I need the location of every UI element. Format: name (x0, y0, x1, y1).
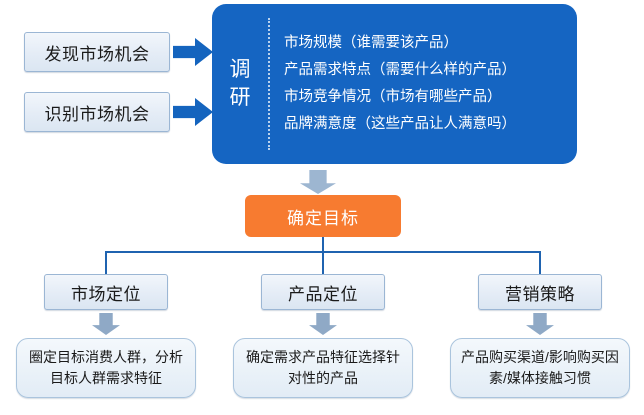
branch-desc-label: 圈定目标消费人群，分析目标人群需求特征 (29, 349, 183, 386)
branch-title-label: 产品定位 (288, 284, 358, 304)
branch-desc-label: 产品购买渠道/影响购买因素/媒体接触习惯 (461, 349, 619, 386)
research-item: 品牌满意度（这些产品让人满意吗） (284, 116, 516, 132)
research-item: 产品需求特点（需要什么样的产品） (284, 62, 516, 78)
input-box-identify-opportunity-label: 识别市场机会 (44, 104, 150, 124)
arrow-down-icon-to-target (300, 170, 336, 194)
branch-title-marketing-strategy[interactable]: 营销策略 (478, 274, 602, 310)
connector-drop-2 (322, 251, 324, 275)
research-panel-divider (268, 18, 270, 150)
research-panel-list: 市场规模（谁需要该产品） 产品需求特点（需要什么样的产品） 市场竞争情况（市场有… (270, 4, 577, 164)
research-panel[interactable]: 调 研 市场规模（谁需要该产品） 产品需求特点（需要什么样的产品） 市场竞争情况… (212, 4, 577, 164)
research-panel-label-char-1: 调 (229, 58, 251, 81)
research-item: 市场规模（谁需要该产品） (284, 35, 458, 51)
target-box[interactable]: 确定目标 (245, 195, 401, 237)
connector-drop-3 (539, 251, 541, 275)
branch-title-product-positioning[interactable]: 产品定位 (261, 274, 385, 310)
research-panel-label-char-2: 研 (229, 86, 251, 109)
branch-desc-product-positioning[interactable]: 确定需求产品特征选择针对性的产品 (233, 338, 413, 398)
arrow-down-icon-branch-3 (526, 313, 554, 335)
arrow-right-icon-2 (173, 98, 213, 126)
input-box-discover-opportunity[interactable]: 发现市场机会 (24, 32, 170, 72)
arrow-right-icon-1 (173, 38, 213, 66)
branch-title-label: 营销策略 (505, 284, 575, 304)
branch-title-label: 市场定位 (71, 284, 141, 304)
research-item: 市场竞争情况（市场有哪些产品） (284, 89, 502, 105)
research-panel-label: 调 研 (212, 4, 268, 164)
arrow-down-icon-branch-2 (309, 313, 337, 335)
branch-desc-market-positioning[interactable]: 圈定目标消费人群，分析目标人群需求特征 (16, 338, 196, 398)
connector-drop-1 (105, 251, 107, 275)
connector-stem (322, 237, 324, 253)
branch-title-market-positioning[interactable]: 市场定位 (44, 274, 168, 310)
target-box-label: 确定目标 (287, 208, 359, 228)
branch-desc-marketing-strategy[interactable]: 产品购买渠道/影响购买因素/媒体接触习惯 (450, 338, 630, 398)
input-box-identify-opportunity[interactable]: 识别市场机会 (24, 92, 170, 132)
branch-desc-label: 确定需求产品特征选择针对性的产品 (246, 349, 400, 386)
arrow-down-icon-branch-1 (92, 313, 120, 335)
input-box-discover-opportunity-label: 发现市场机会 (44, 44, 150, 64)
